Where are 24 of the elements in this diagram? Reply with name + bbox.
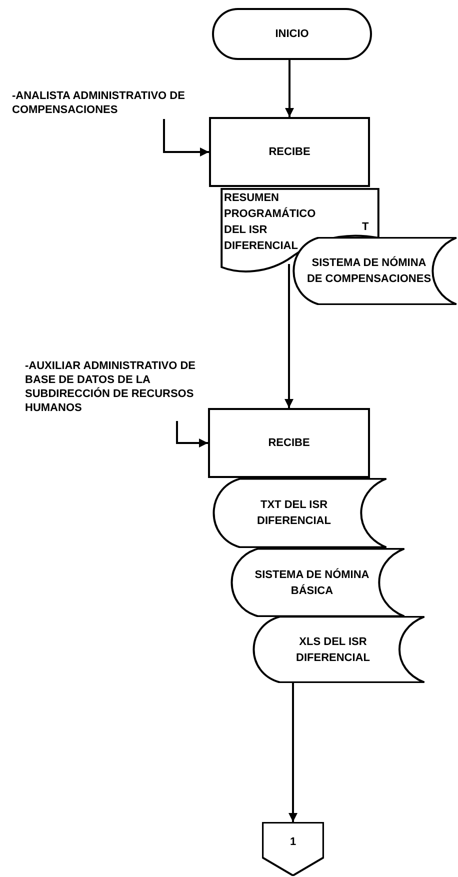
stored-data-shape [252, 616, 426, 683]
node-label: T [362, 220, 369, 234]
stored-data-shape [212, 478, 388, 548]
actor-label: -AUXILIAR ADMINISTRATIVO DE BASE DE DATOS DE LA SUBDIRECCIÓN DE RECURSOS HUMANOS [25, 359, 225, 421]
node-label: SISTEMA DE NÓMINA BÁSICA [254, 567, 370, 598]
node-label: RECIBE [268, 436, 310, 451]
arrow [288, 683, 298, 822]
node-label: XLS DEL ISR DIFERENCIAL [295, 634, 371, 666]
node-label: SISTEMA DE NÓMINA DE COMPENSACIONES [306, 255, 432, 287]
leader-arrow [176, 421, 208, 448]
terminator-shape [212, 8, 372, 60]
process-box [208, 408, 370, 478]
node-label: RECIBE [268, 145, 310, 160]
node-label: TXT DEL ISR DIFERENCIAL [256, 498, 332, 529]
leader-arrow [163, 119, 209, 156]
off-page-connector [262, 822, 324, 876]
stored-data-shape [230, 548, 406, 617]
arrow [285, 60, 294, 117]
arrow [284, 264, 294, 408]
process-box [209, 117, 370, 187]
node-label: RESUMEN PROGRAMÁTICO DEL ISR DIFERENCIAL [224, 191, 317, 254]
actor-label: -ANALISTA ADMINISTRATIVO DE COMPENSACIONES [12, 89, 212, 119]
node-label: 1 [290, 835, 296, 850]
node-label: INICIO [275, 27, 309, 42]
